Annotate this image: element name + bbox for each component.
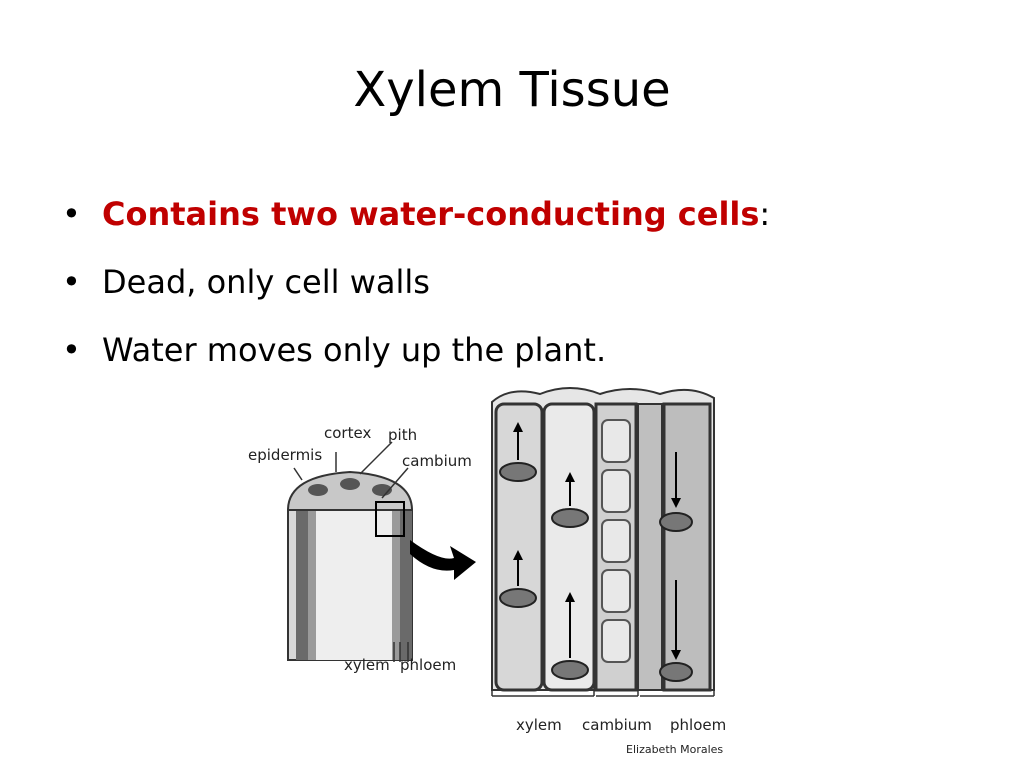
- tissue-block: [491, 387, 715, 697]
- stem-section: [286, 441, 476, 662]
- image-credit: Elizabeth Morales: [626, 743, 724, 756]
- label-phloem: phloem: [400, 656, 457, 674]
- label-pith: pith: [388, 426, 418, 444]
- bullet-tail-text: :: [759, 195, 771, 233]
- xylem-diagram: cortex pith epidermis cambium xylem phlo…: [240, 380, 760, 768]
- bottom-label-cambium: cambium: [582, 716, 652, 734]
- xylem-diagram-illustration: [286, 387, 715, 697]
- bullet-item: Water moves only up the plant.: [62, 324, 770, 392]
- bullet-item: Contains two water-conducting cells:: [62, 188, 770, 256]
- bullet-list: Contains two water-conducting cells: Dea…: [62, 188, 770, 392]
- bottom-label-phloem: phloem: [670, 716, 727, 734]
- label-epidermis: epidermis: [248, 446, 323, 464]
- label-xylem: xylem: [344, 656, 390, 674]
- bullet-item: Dead, only cell walls: [62, 256, 770, 324]
- bottom-label-xylem: xylem: [516, 716, 562, 734]
- bullet-strong-text: Contains two water-conducting cells: [102, 195, 760, 233]
- label-cortex: cortex: [324, 424, 372, 442]
- slide-title: Xylem Tissue: [353, 62, 671, 118]
- label-cambium: cambium: [402, 452, 472, 470]
